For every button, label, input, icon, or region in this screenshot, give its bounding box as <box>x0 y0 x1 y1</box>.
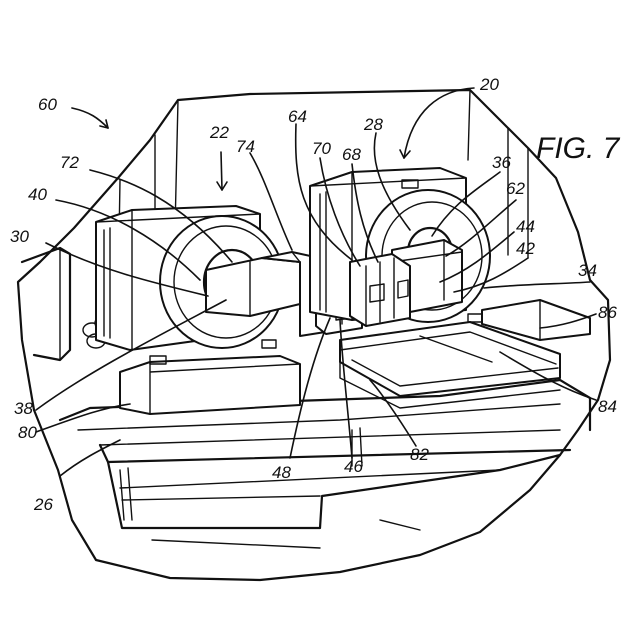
figure-title: FIG. 7 <box>536 134 619 164</box>
ref-numeral-82: 82 <box>410 446 429 463</box>
ref-numeral-42: 42 <box>516 240 535 257</box>
ref-numeral-70: 70 <box>312 140 331 157</box>
ref-numeral-64: 64 <box>288 108 307 125</box>
ref-numeral-74: 74 <box>236 138 255 155</box>
ref-numeral-20: 20 <box>480 76 499 93</box>
ref-numeral-86: 86 <box>598 304 617 321</box>
ref-numeral-72: 72 <box>60 154 79 171</box>
ref-numeral-48: 48 <box>272 464 291 481</box>
ref-numeral-46: 46 <box>344 458 363 475</box>
front-rail <box>100 445 570 462</box>
ref-numeral-34: 34 <box>578 262 597 279</box>
ref-numeral-62: 62 <box>506 180 525 197</box>
ref-numeral-68: 68 <box>342 146 361 163</box>
left-pedestal <box>120 356 300 414</box>
ref-numeral-40: 40 <box>28 186 47 203</box>
lower-bed <box>108 455 560 528</box>
ref-numeral-84: 84 <box>598 398 617 415</box>
ref-numeral-38: 38 <box>14 400 33 417</box>
ref-numeral-60: 60 <box>38 96 57 113</box>
ref-numeral-28: 28 <box>364 116 383 133</box>
ref-numeral-80: 80 <box>18 424 37 441</box>
left-clamp <box>206 258 300 316</box>
ref-numeral-44: 44 <box>516 218 535 235</box>
ref-numeral-26: 26 <box>34 496 53 513</box>
left-panel <box>22 248 70 360</box>
ref-numeral-22: 22 <box>210 124 229 141</box>
ref-numeral-36: 36 <box>492 154 511 171</box>
ref-numeral-30: 30 <box>10 228 29 245</box>
